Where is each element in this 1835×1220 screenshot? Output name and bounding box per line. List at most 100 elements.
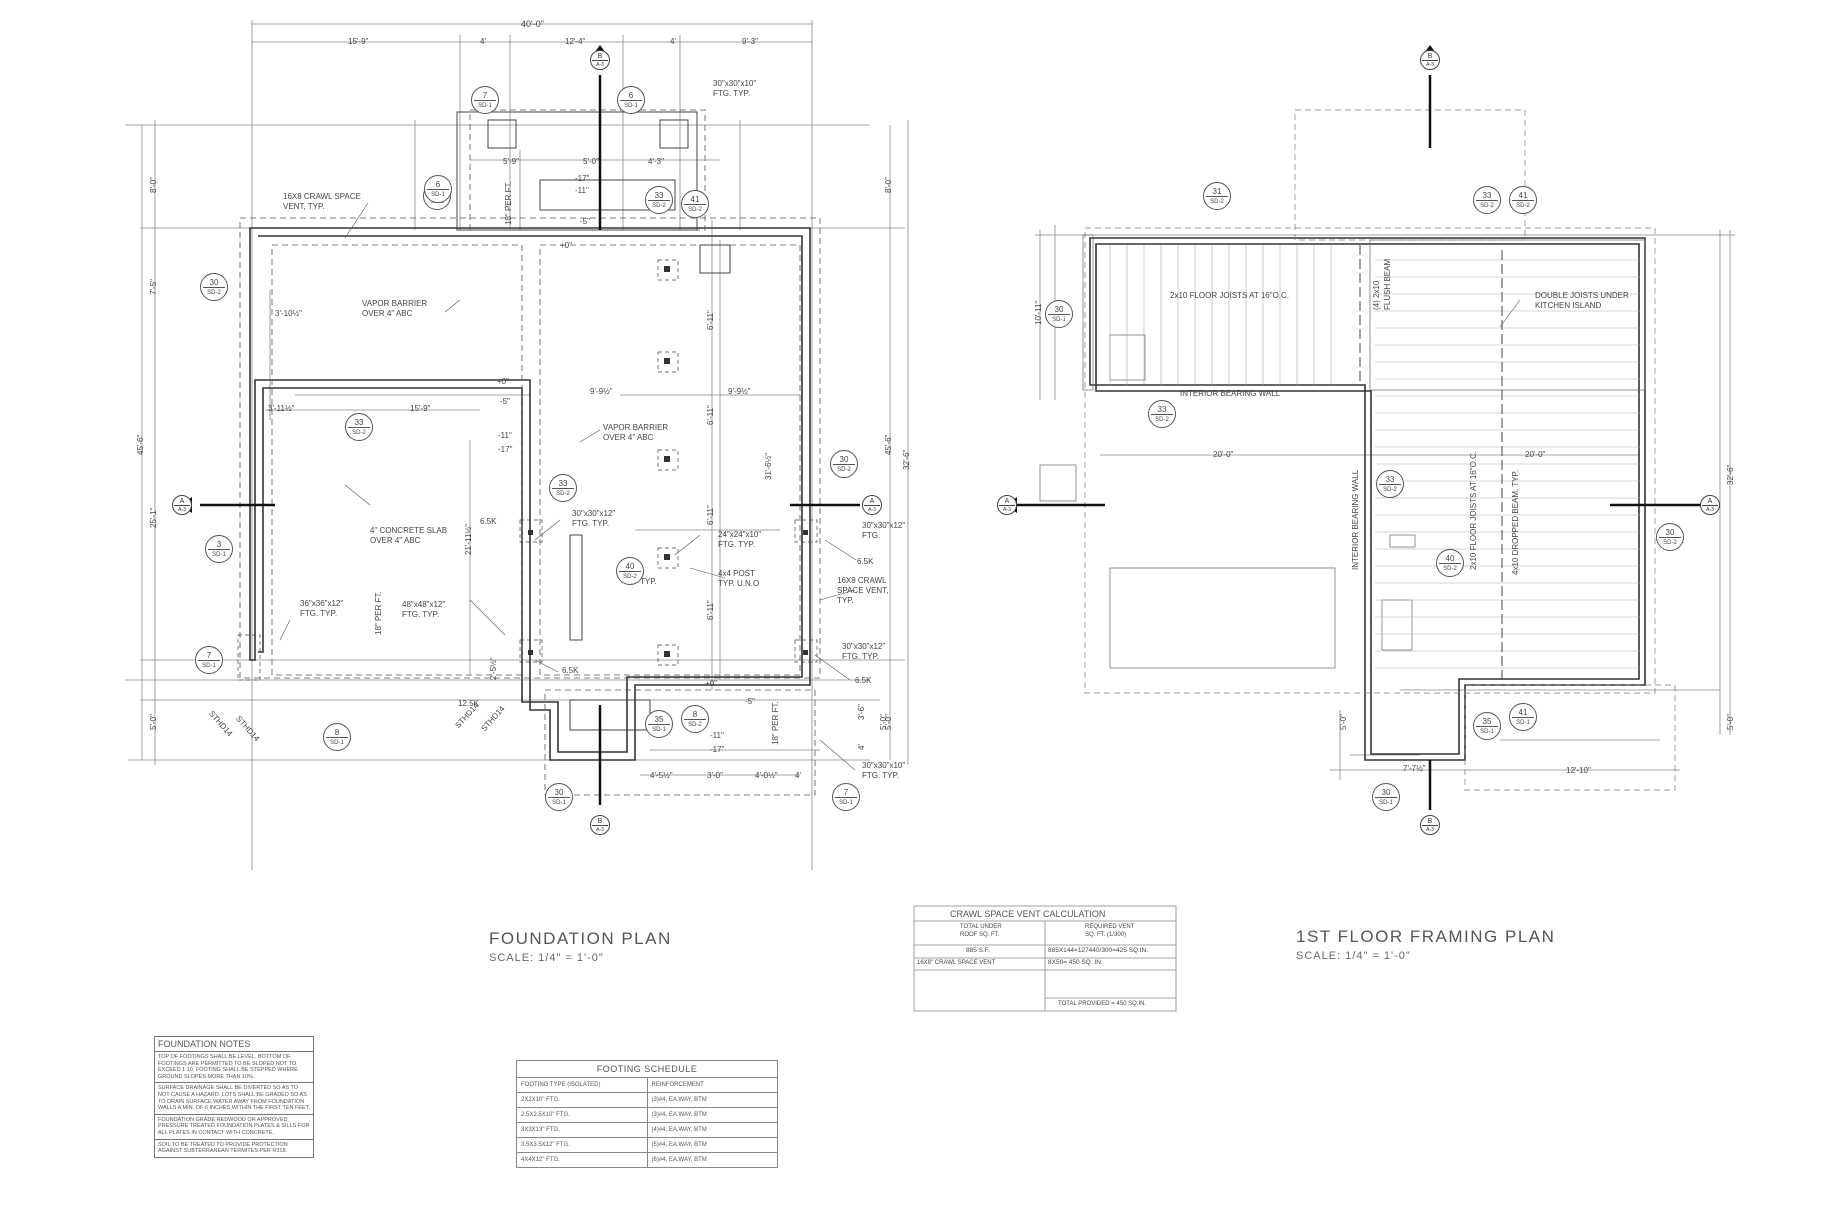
table-cell: 4X4X12" FTG. [516, 1152, 648, 1168]
dim-32-6: 32'-6" [902, 449, 911, 470]
note-interior-bearing-wall: INTERIOR BEARING WALL [1351, 469, 1360, 570]
dim-5-0: 5'-0" [1339, 714, 1348, 730]
dim-overall-width: 40'-0" [521, 19, 544, 29]
note-ftg-36x36x12: 36"x36"x12" [300, 599, 344, 608]
note-interior-bearing-wall: INTERIOR BEARING WALL [1180, 389, 1281, 398]
vent-calc-header: ROOF SQ. FT. [960, 932, 1000, 938]
elevation-mark: +0" [560, 241, 572, 250]
foundation-note: SOIL TO BE TREATED TO PROVIDE PROTECTION… [158, 1141, 288, 1155]
vent-calc-vent-label: 16X8" CRAWL SPACE VENT [917, 960, 996, 966]
note-crawl-vent: VENT, TYP. [283, 202, 325, 211]
foundation-notes-box: FOUNDATION NOTES TOP OF FOOTINGS SHALL B… [154, 1036, 314, 1158]
note-holdown-load: 6.5K [855, 676, 872, 685]
vent-calc-title: CRAWL SPACE VENT CALCULATION [950, 909, 1106, 919]
foundation-note: TOP OF FOOTINGS SHALL BE LEVEL. BOTTOM O… [155, 1052, 313, 1084]
dim-6-11: 6'-11" [706, 310, 715, 330]
elevation-mark: -5" [580, 217, 590, 226]
note-ftg-typ: FTG. TYP. [862, 771, 900, 780]
table-header-row: FOOTING TYPE (ISOLATED) REINFORCEMENT [516, 1077, 778, 1093]
dim-5-0: 5'-0" [1726, 714, 1735, 730]
note-ftg-30x30x10: 30"x30"x10" [862, 761, 906, 770]
dim-45-6-right: 45'-6" [884, 434, 893, 455]
vent-calc-area: 885 S.F. [966, 947, 990, 954]
elevation-mark: -11" [498, 431, 512, 440]
footing-schedule-title: FOOTING SCHEDULE [516, 1060, 778, 1077]
table-cell: 2X2X10" FTG. [516, 1092, 648, 1108]
foundation-plan-title: FOUNDATION PLAN [489, 929, 672, 948]
dim-2-5: 2'-5½" [489, 657, 498, 680]
dim-5-0: 5'-0" [879, 714, 888, 730]
note-ftg-24x24x10: 24"x24"x10" [718, 530, 762, 539]
elevation-mark: -11" [710, 731, 724, 740]
table-cell: 3X3X13" FTG. [516, 1122, 648, 1138]
elevation-mark: -11" [575, 186, 589, 195]
vent-calc-total: TOTAL PROVIDED = 450 SQ.IN. [1058, 1001, 1147, 1007]
note-flush-beam: FLUSH BEAM [1383, 258, 1392, 310]
table-row: 2.5X2.5X10" FTG. (3)#4, EA.WAY, BTM [516, 1107, 778, 1123]
dim-7-5: 7'-5" [149, 279, 158, 295]
dim-4: 4' [857, 744, 866, 750]
table-cell: (3)#4, EA.WAY, BTM [646, 1107, 778, 1123]
dim-4: 4' [480, 37, 486, 46]
table-row: 2X2X10" FTG. (3)#4, EA.WAY, BTM [516, 1092, 778, 1108]
column-header: FOOTING TYPE (ISOLATED) [516, 1077, 648, 1093]
foundation-note: SURFACE DRAINAGE SHALL BE DIVERTED SO AS… [155, 1083, 313, 1115]
foundation-note: FOUNDATION GRADE REDWOOD OR APPROVED PRE… [155, 1115, 313, 1140]
dim-10-11: 10'-11" [1034, 300, 1043, 325]
note-ftg-typ: FTG. TYP. [572, 519, 610, 528]
note-concrete-slab: 4" CONCRETE SLAB [370, 526, 448, 535]
dim-3-10: 3'-10½" [275, 309, 303, 318]
dim-20-0: 20'-0" [1525, 450, 1546, 459]
table-row: 3.5X3.5X12" FTG. (5)#4, EA.WAY, BTM [516, 1137, 778, 1153]
note-ftg-30x30x12: 30"x30"x12" [572, 509, 616, 518]
note-crawl-vent: 16X8 CRAWL SPACE [283, 192, 361, 201]
note-slope: 18" PER FT. [504, 181, 513, 225]
note-ftg: FTG. [862, 531, 881, 540]
dim-4-0: 4'-0½" [755, 771, 778, 780]
dim-20-0: 20'-0" [1213, 450, 1234, 459]
vent-calc-header: SQ. FT. (1/300) [1085, 932, 1127, 938]
dim-8-0-right: 8'-0" [884, 177, 893, 193]
note-holdown-load: 6.5K [857, 557, 874, 566]
dim-6-11: 6'-11" [706, 600, 715, 620]
note-concrete-slab: OVER 4" ABC [370, 536, 421, 545]
dim-4: 4' [670, 37, 676, 46]
note-ftg-typ: FTG. TYP. [300, 609, 338, 618]
dim-3-0: 3'-0" [707, 771, 723, 780]
table-cell: 3.5X3.5X12" FTG. [516, 1137, 648, 1153]
note-crawl-vent: 16X8 CRAWL [837, 576, 887, 585]
table-cell: (6)#4, EA.WAY, BTM [646, 1152, 778, 1168]
note-floor-joists: 2x10 FLOOR JOISTS AT 16"O.C. [1469, 450, 1478, 570]
framing-plan-title: 1ST FLOOR FRAMING PLAN [1296, 927, 1556, 946]
note-double-joists: DOUBLE JOISTS UNDER [1535, 291, 1629, 300]
dim-6-11: 6'-11" [706, 405, 715, 425]
note-vapor-barrier: OVER 4" ABC [362, 309, 413, 318]
note-4x4-post: TYP. U.N.O [718, 579, 760, 588]
elevation-mark: -17" [498, 445, 513, 454]
note-holdown-load: 6.5K [562, 666, 579, 675]
note-crawl-vent: TYP. [837, 596, 854, 605]
foundation-notes-title: FOUNDATION NOTES [155, 1037, 313, 1052]
note-typ: TYP. [640, 577, 657, 586]
note-ftg-typ: FTG. TYP. [402, 610, 440, 619]
note-ftg-30x30x12: 30"x30"x12" [862, 521, 906, 530]
